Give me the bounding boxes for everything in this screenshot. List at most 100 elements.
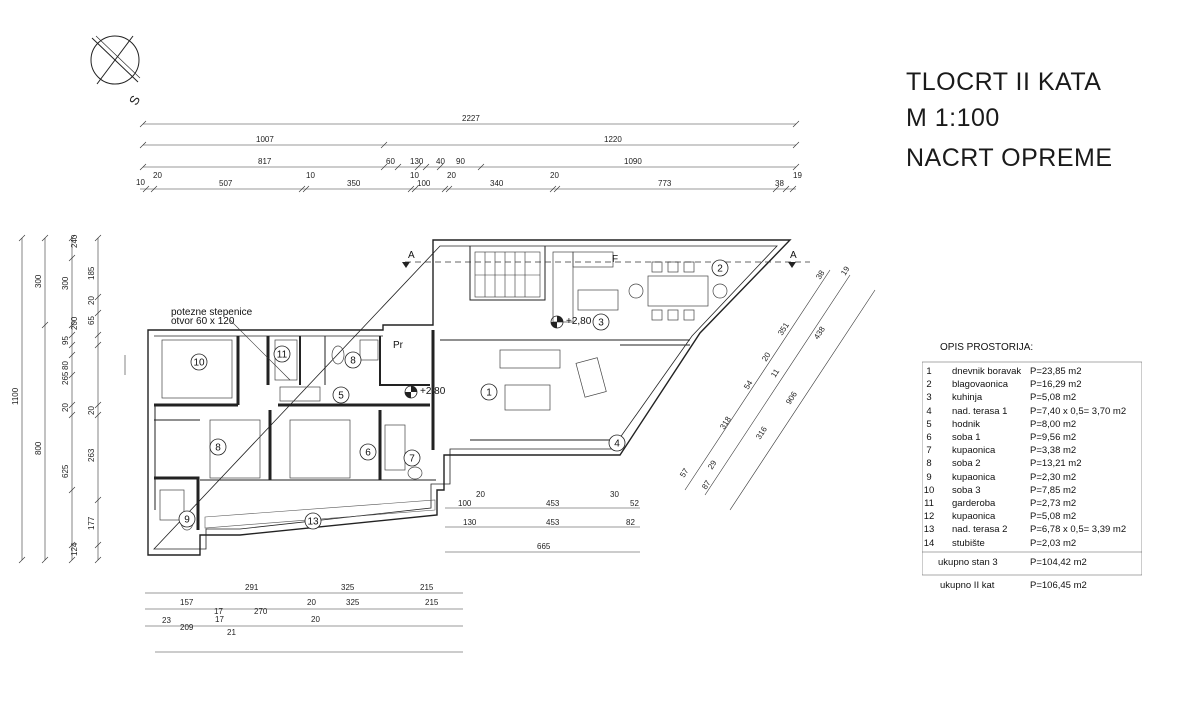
- schedule-room-name: stubište: [952, 537, 985, 549]
- dim-diag-906: 906: [784, 390, 799, 407]
- schedule-room-name: soba 1: [952, 432, 981, 443]
- dim-top-20b: 20: [447, 171, 456, 180]
- dim-diag-57: 57: [678, 466, 691, 479]
- compass-label: S: [126, 92, 143, 107]
- dim-diag-54: 54: [742, 378, 755, 391]
- schedule-room-area: P=5,08 m2: [1030, 511, 1077, 523]
- schedule-room-no: 10: [923, 484, 935, 496]
- dim-bot-325b: 325: [346, 598, 360, 607]
- room-number: 7: [409, 454, 415, 465]
- dim-top-1220: 1220: [604, 135, 622, 144]
- left-dimension-lines: [18, 234, 126, 564]
- schedule-room-name: kuhinja: [952, 392, 983, 404]
- schedule-room-area: P=7,85 m2: [1030, 484, 1077, 496]
- schedule-room-area: P=2,30 m2: [1030, 471, 1077, 483]
- dim-left-300: 300: [34, 274, 43, 288]
- dim-left-20: 20: [61, 403, 70, 412]
- schedule-room-name: kupaonica: [952, 445, 996, 457]
- schedule-room-area: P=9,56 m2: [1030, 432, 1077, 443]
- schedule-room-area: P=2,03 m2: [1030, 537, 1077, 549]
- dim-br-665: 665: [537, 542, 551, 551]
- level-marker-icon: [404, 385, 418, 399]
- dim-bot-23: 23: [162, 616, 171, 625]
- dim-br-52: 52: [630, 499, 639, 508]
- schedule-room-no: 4: [926, 405, 932, 417]
- schedule-room-no: 6: [926, 432, 932, 443]
- level-marker-icon: [550, 315, 564, 329]
- dim-top-19: 19: [793, 171, 802, 180]
- dim-top-10c: 10: [410, 171, 419, 180]
- schedule-grid: [922, 361, 1142, 576]
- bottom-dimension-lines: [145, 507, 640, 653]
- dim-left-300b: 300: [61, 276, 70, 290]
- schedule-room-no: 11: [924, 498, 934, 509]
- stair-note-line2: otvor 60 x 120: [171, 316, 235, 327]
- fridge-label: F: [612, 254, 618, 265]
- dim-left-177: 177: [87, 516, 96, 530]
- schedule-room-no: 12: [923, 511, 935, 523]
- dim-left-240: 240: [70, 234, 79, 248]
- dim-top-20c: 20: [550, 171, 559, 180]
- room-number-circle: [190, 353, 208, 371]
- drawing-subtitle: NACRT OPREME: [906, 144, 1113, 172]
- schedule-row: 11 garderoba P=2,73 m2: [922, 498, 1142, 510]
- top-dimension-lines: [139, 120, 800, 193]
- schedule-room-area: P=8,00 m2: [1030, 418, 1077, 430]
- drawing-title: TLOCRT II KATA: [906, 68, 1102, 96]
- dim-top-100: 100: [417, 179, 431, 188]
- room-number-circle: [359, 443, 377, 461]
- level-label-hall: +2.80: [420, 386, 446, 397]
- dim-bot-20: 20: [307, 598, 316, 607]
- dim-bot-157: 157: [180, 598, 194, 607]
- dim-top-1090: 1090: [624, 157, 642, 166]
- room-number-circle: [592, 313, 610, 331]
- dim-bot-215b: 215: [425, 598, 439, 607]
- room-number-circle: [480, 383, 498, 401]
- section-mark-right: A: [790, 250, 797, 261]
- dim-bot-20b: 20: [311, 615, 320, 624]
- section-arrow-right-icon: [788, 262, 796, 268]
- dim-br-20: 20: [476, 490, 485, 499]
- dim-br-30: 30: [610, 490, 619, 499]
- schedule-room-no: 8: [926, 458, 932, 470]
- dim-top-130: 130: [410, 157, 424, 166]
- dim-left-65: 65: [87, 316, 96, 325]
- schedule-room-no: 1: [926, 366, 932, 377]
- dim-br-82: 82: [626, 518, 635, 527]
- dim-left-80: 80: [61, 361, 70, 370]
- schedule-room-area: P=3,38 m2: [1030, 445, 1077, 457]
- schedule-row: 6 soba 1 P=9,56 m2: [922, 432, 1142, 444]
- room-number: 2: [717, 264, 723, 275]
- room-number-circle: [403, 449, 421, 467]
- dim-bot-17: 17: [214, 607, 223, 616]
- schedule-room-no: 5: [926, 418, 932, 430]
- building-walls: [147, 239, 792, 556]
- dim-top-507: 507: [219, 179, 233, 188]
- dim-diag-87: 87: [700, 478, 713, 491]
- schedule-room-no: 13: [923, 524, 935, 536]
- dim-bot-291: 291: [245, 583, 259, 592]
- dim-bot-215: 215: [420, 583, 434, 592]
- diagonal-dimension-lines: [684, 269, 876, 511]
- room-number: 4: [614, 439, 620, 450]
- dim-left-800: 800: [34, 441, 43, 455]
- schedule-room-name: garderoba: [952, 498, 996, 509]
- dim-left-625: 625: [61, 464, 70, 478]
- dim-bot-325: 325: [341, 583, 355, 592]
- dim-top-40: 40: [436, 157, 445, 166]
- schedule-room-name: kupaonica: [952, 471, 996, 483]
- schedule-room-area: P=2,73 m2: [1030, 498, 1077, 509]
- dim-left-95: 95: [61, 336, 70, 345]
- room-number-circle: [178, 510, 196, 528]
- room-number-circle: [332, 386, 350, 404]
- dim-diag-318: 318: [718, 415, 733, 432]
